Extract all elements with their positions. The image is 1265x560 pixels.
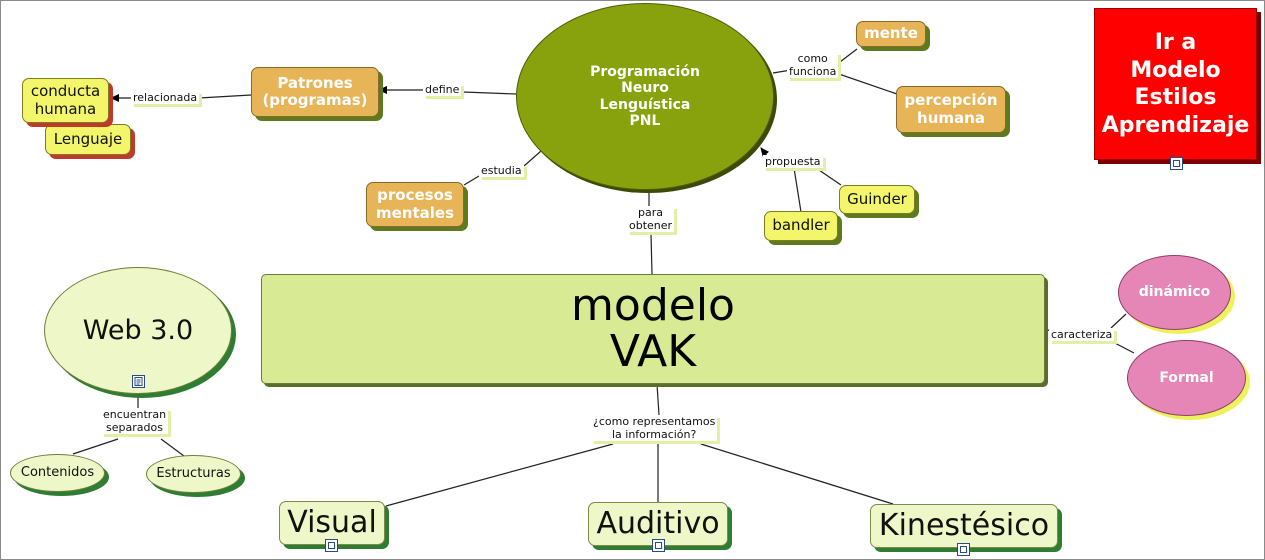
link-label-como-funciona: como funciona bbox=[787, 52, 839, 79]
ir-modelo-estilos-aprendizaje-button[interactable]: Ir a Modelo Estilos Aprendizaje bbox=[1094, 8, 1257, 160]
document-icon[interactable] bbox=[132, 375, 145, 388]
line-encuentran-estructuras bbox=[160, 438, 185, 457]
line-comofunciona-mente bbox=[835, 48, 858, 66]
line-paraobtener-vak bbox=[650, 233, 653, 275]
line-propuesta-bandler bbox=[793, 167, 802, 213]
cmap-link-icon[interactable]: ▫ bbox=[652, 539, 665, 552]
line-vak-comorepresentamos bbox=[656, 383, 660, 416]
concept-percepcion-humana[interactable]: percepción humana bbox=[896, 86, 1006, 133]
concept-auditivo[interactable]: Auditivo bbox=[588, 502, 728, 546]
line-comorepresentamos-visual bbox=[385, 443, 614, 507]
link-label-relacionada: relacionada bbox=[131, 91, 200, 105]
concept-mente[interactable]: mente bbox=[856, 21, 926, 47]
concept-kinestesico[interactable]: Kinestésico bbox=[870, 504, 1058, 548]
line-propuesta-guinder bbox=[815, 167, 842, 186]
link-label-estudia: estudia bbox=[479, 164, 524, 178]
line-comofunciona-percepcion bbox=[835, 72, 898, 95]
concept-pnl[interactable]: Programación Neuro Lenguística PNL bbox=[516, 3, 774, 190]
line-caracteriza-formal bbox=[1110, 340, 1135, 354]
concept-conducta-humana[interactable]: conducta humana bbox=[22, 78, 109, 123]
line-pnl-estudia bbox=[523, 150, 542, 167]
link-label-define: define bbox=[423, 83, 462, 97]
line-encuentran-contenidos bbox=[72, 438, 119, 455]
cmap-link-icon[interactable]: ▫ bbox=[1170, 157, 1183, 170]
concept-lenguaje[interactable]: Lenguaje bbox=[45, 124, 131, 155]
link-label-caracteriza: caracteriza bbox=[1049, 328, 1115, 342]
concept-contenidos[interactable]: Contenidos bbox=[10, 454, 105, 492]
concept-web-3-0[interactable]: Web 3.0 bbox=[44, 267, 232, 394]
concept-visual[interactable]: Visual bbox=[279, 501, 385, 545]
concept-dinamico[interactable]: dinámico bbox=[1118, 255, 1231, 330]
line-caracteriza-dinamico bbox=[1110, 313, 1127, 329]
line-comorepresentamos-kinestesico bbox=[700, 443, 894, 505]
concept-guinder[interactable]: Guinder bbox=[839, 185, 915, 214]
concept-formal[interactable]: Formal bbox=[1127, 340, 1246, 416]
cmap-link-icon[interactable]: ▫ bbox=[325, 539, 338, 552]
link-label-encuentran-separados: encuentran separados bbox=[101, 408, 169, 435]
cmap-link-icon[interactable]: ▫ bbox=[957, 543, 970, 556]
link-label-como-representamos: ¿como representamos la información? bbox=[591, 415, 718, 442]
concept-modelo-vak[interactable]: modelo VAK bbox=[261, 274, 1045, 384]
line-patrones-relacionada bbox=[198, 94, 252, 99]
concept-procesos-mentales[interactable]: procesos mentales bbox=[366, 182, 464, 227]
concept-bandler[interactable]: bandler bbox=[764, 211, 838, 241]
concept-patrones-programas[interactable]: Patrones (programas) bbox=[251, 67, 379, 117]
concept-estructuras[interactable]: Estructuras bbox=[146, 455, 241, 493]
line-pnl-define bbox=[462, 91, 517, 95]
link-label-propuesta: propuesta bbox=[763, 155, 823, 169]
line-estudia-procesos bbox=[463, 175, 480, 186]
link-label-para-obtener: para obtener bbox=[627, 206, 675, 233]
